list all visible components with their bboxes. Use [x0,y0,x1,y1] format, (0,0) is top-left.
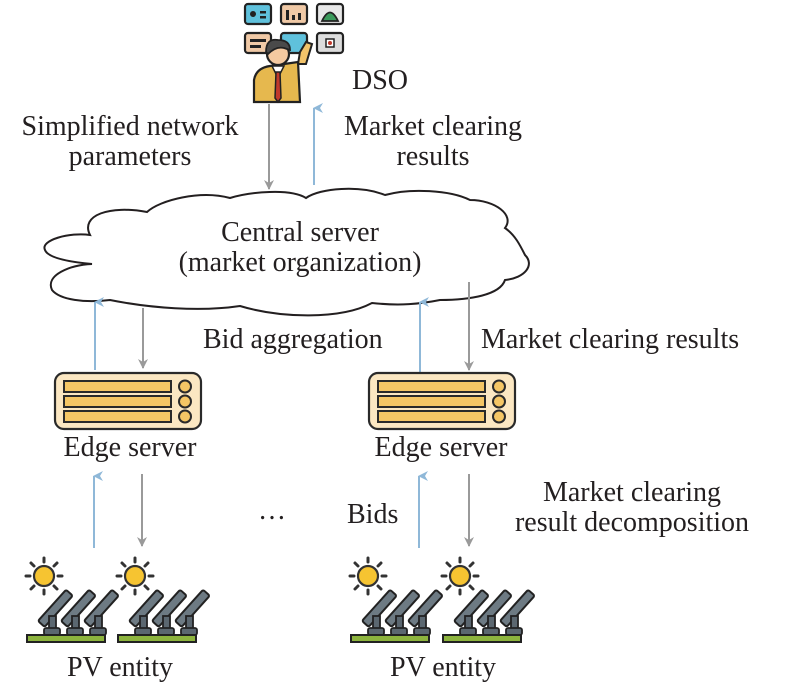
solar-panel-icon [115,556,212,644]
server-rack-icon [367,371,517,431]
pv-entity-label-2: PV entity [389,652,497,683]
dso-label: DSO [352,65,409,96]
solar-panel-icon [24,556,121,644]
solar-panel-icon [440,556,537,644]
market-clearing-results-middle-label: Market clearing results [481,324,740,355]
central-server-label: Central server (market organization) [100,218,500,278]
server-rack-icon [53,371,203,431]
market-clearing-results-top-label: Market clearing results [322,112,544,172]
bids-label: Bids [347,499,399,530]
simplified-network-parameters-label: Simplified network parameters [0,112,260,172]
label-line: (market organization) [178,247,422,278]
dso-operator-dashboard-icon [243,2,345,104]
solar-panel-icon [348,556,445,644]
edge-server-label-2: Edge server [374,432,508,463]
label-line: Simplified network [21,111,239,142]
cloud-icon [43,187,530,317]
pv-entity-label-1: PV entity [66,652,174,683]
label-line: results [396,141,470,172]
bid-aggregation-label: Bid aggregation [203,324,383,355]
market-clearing-decomposition-label: Market clearing result decomposition [482,478,782,538]
label-line: Central server [221,217,379,248]
label-line: result decomposition [514,507,750,538]
edge-server-label-1: Edge server [63,432,197,463]
label-line: Market clearing [343,111,523,142]
label-line: parameters [68,141,192,172]
label-line: Market clearing [542,477,722,508]
ellipsis: … [258,495,286,526]
